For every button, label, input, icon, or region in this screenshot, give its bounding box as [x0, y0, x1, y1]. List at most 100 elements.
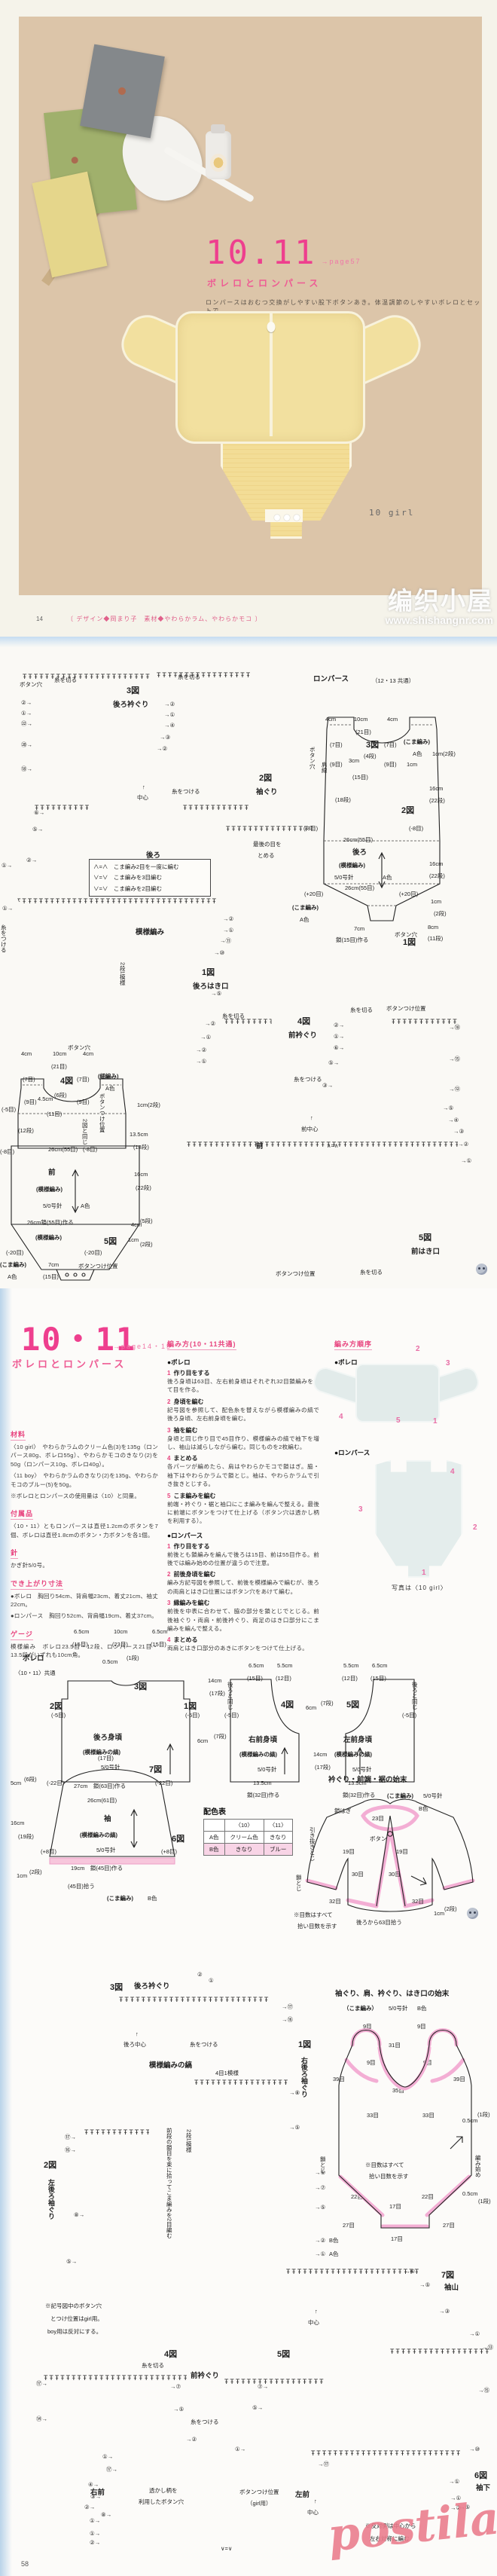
chart-label: (7段) [321, 1700, 334, 1707]
color-table-cell: クリーム色 [224, 1831, 264, 1844]
pattern-title-block: 10.11→page57 [206, 234, 361, 272]
chart-label: →① [450, 2495, 462, 2501]
chart-label: (-8目) [303, 825, 319, 832]
page-number: 14 [36, 616, 43, 622]
chart-label: (-8目) [83, 1146, 98, 1153]
chart-label: →① [449, 2478, 460, 2485]
chart-label: とめる [258, 852, 275, 859]
chart-label: (7目) [330, 741, 343, 748]
chart-label: 後ろはき口 [193, 982, 229, 991]
chart-label: (15目) [151, 1641, 166, 1648]
chart-label: 3図 [127, 686, 140, 695]
chart-label: (23目) [112, 1641, 128, 1648]
chart-label: ①→ [102, 2453, 114, 2460]
chart-label: ※記号図中のボタン穴 [45, 2303, 102, 2309]
chart-label: (4段) [364, 753, 377, 759]
chart-label: 利用したボタン穴 [139, 2498, 184, 2505]
step-number: 3 [167, 1600, 171, 1607]
step-body: 後ろ身頃は63目、左右前身頃はそれぞれ32目鎖編みをして目を作る。 [167, 1378, 319, 1394]
chart-label: ※目数はすべて [365, 2162, 404, 2168]
chart-label: →③ [439, 2308, 450, 2315]
chart-label: (12目) [276, 1675, 291, 1682]
chart-label: 5/0号針 [101, 1764, 120, 1771]
chart-label: 26cm(55目) [48, 1146, 78, 1153]
crochet-chart: ŦŦŦŦŦŦŦŦŦŦŦŦŦŦŦŦ◦×◦×◦×◦×◦×◦×◦×◦×ŦŦŦŦŦŦŦŦ… [226, 826, 313, 833]
chart-label: 13.5cm [348, 1780, 367, 1786]
chart-label: B色 [417, 2005, 427, 2012]
chart-label: 後ろと同じ [227, 1682, 234, 1710]
chart-label: (17段) [315, 1764, 331, 1771]
chart-label: ②→ [84, 2504, 96, 2510]
chart-label: 袖ぐり、肩、衿ぐり、はき口の始末 [335, 1990, 450, 1998]
chart-label: 9目 [367, 2059, 376, 2066]
chart-label: B色 [329, 2237, 339, 2244]
chart-label: →⑫ [449, 1086, 460, 1092]
crochet-chart: ŦŦŦŦŦŦŦŦŦŦŦŦŦŦŦŦŦ◦×◦×◦×◦×◦×◦×◦×◦×◦ŦŦŦŦŦŦ… [194, 2079, 289, 2087]
chart-label: (こま編み) [292, 904, 319, 911]
chart-label: 10cm [354, 716, 368, 723]
chart-label: A色 [383, 874, 392, 881]
chart-label: →⑤ [443, 1105, 454, 1111]
chart-label: (17目) [98, 1755, 114, 1762]
section-heading: ゲージ [11, 1629, 33, 1640]
chart-label: 32目 [329, 1898, 341, 1905]
chart-label: B色 [148, 1895, 157, 1902]
chart-label: (こま編み) [0, 1261, 26, 1268]
chart-label: 鎖はぎ [334, 1807, 352, 1814]
bolero-left-front-schematic [345, 1679, 415, 1783]
chart-label: ⑧→ [74, 2211, 85, 2218]
chart-label: ⑥→ [34, 809, 45, 816]
photo-caption: ロンパースはおむつ交換がしやすい股下ボタンあき。体温調節のしやすいボレロとセット… [206, 299, 481, 314]
chart-label: (22段) [429, 797, 445, 804]
order-heading: 編み方順序 [334, 1339, 373, 1350]
chart-label: 鎖とじ [295, 1875, 303, 1892]
chart-label: 30目 [352, 1871, 364, 1878]
chart-label: 糸をつける [0, 924, 8, 953]
chart-label: 糸を切る [350, 1007, 373, 1013]
chart-label: ②→ [21, 699, 32, 706]
pattern-page-ref: →page57 [321, 258, 361, 265]
chart-label: 39目 [333, 2076, 345, 2082]
chart-label: →① [315, 2169, 326, 2176]
chart-label: 後ろ中心 [123, 2041, 146, 2048]
chart-label: 9目 [417, 2023, 426, 2030]
romper-back-schematic [323, 717, 441, 921]
step-number: 2 [167, 1571, 171, 1578]
chart-label: 13.5cm [130, 1131, 148, 1138]
chart-label: →⑬ [482, 2344, 493, 2351]
chart-label: 糸をつける [294, 1076, 322, 1083]
chart-label: 27cm 鎖(63目)作る [74, 1783, 127, 1789]
chart-label: (2段) [140, 1241, 153, 1248]
bolero-order-illustration [310, 1361, 482, 1424]
chart-label: 前衿ぐり [191, 2372, 220, 2380]
chart-label: 4cm [387, 716, 398, 723]
chart-label: A色 [81, 1202, 90, 1209]
crochet-chart: ŦŦŦŦŦŦŦŦŦŦŦŦŦŦŦŦŦ◦×◦×◦×◦×◦×◦×◦×◦×◦ŦŦŦŦŦŦ… [157, 672, 252, 680]
chart-label: 5.5cm [277, 1662, 293, 1669]
chart-label: →⑰ [318, 2461, 329, 2468]
chart-label: (模様編み) [36, 1186, 63, 1193]
step-number: 4 [167, 1455, 171, 1462]
chart-label: (模様編み) [339, 862, 365, 869]
chart-label: →① [315, 2251, 326, 2257]
gray-lid-art [80, 44, 165, 139]
chart-label: ③→ [322, 1082, 334, 1089]
chart-label: 5/0号針 [334, 874, 354, 881]
chart-label: (15目) [352, 774, 368, 781]
chart-label: 後ろ衿ぐり [134, 1982, 170, 1991]
chart-label: 3図 [134, 1682, 148, 1691]
chart-label: 1図 [202, 968, 215, 977]
crochet-chart: ŦŦŦŦŦŦŦŦŦŦŦŦŦŦŦŦŦŦŦŦŦŦŦŦŦŦŦŦŦŦŦŦŦŦŦŦ◦×◦×… [17, 898, 218, 906]
chart-label: (-22目) [47, 1780, 65, 1786]
order-callout-number: 4 [450, 1468, 455, 1476]
step-title: 作り目をする [173, 1542, 210, 1550]
chart-label: 後ろ [352, 848, 367, 857]
chart-label: 糸をつける [191, 2419, 219, 2425]
chart-label: 左右対称に編む [370, 2535, 410, 2542]
chart-label: →⑰ [282, 2003, 293, 2010]
section-heading: 針 [11, 1548, 19, 1560]
chart-label: 最後の目を [253, 841, 282, 848]
chart-label: (-20目) [84, 1249, 102, 1256]
chart-label: 4目1模様 [215, 2070, 239, 2076]
chart-label: A色 [329, 2251, 339, 2257]
